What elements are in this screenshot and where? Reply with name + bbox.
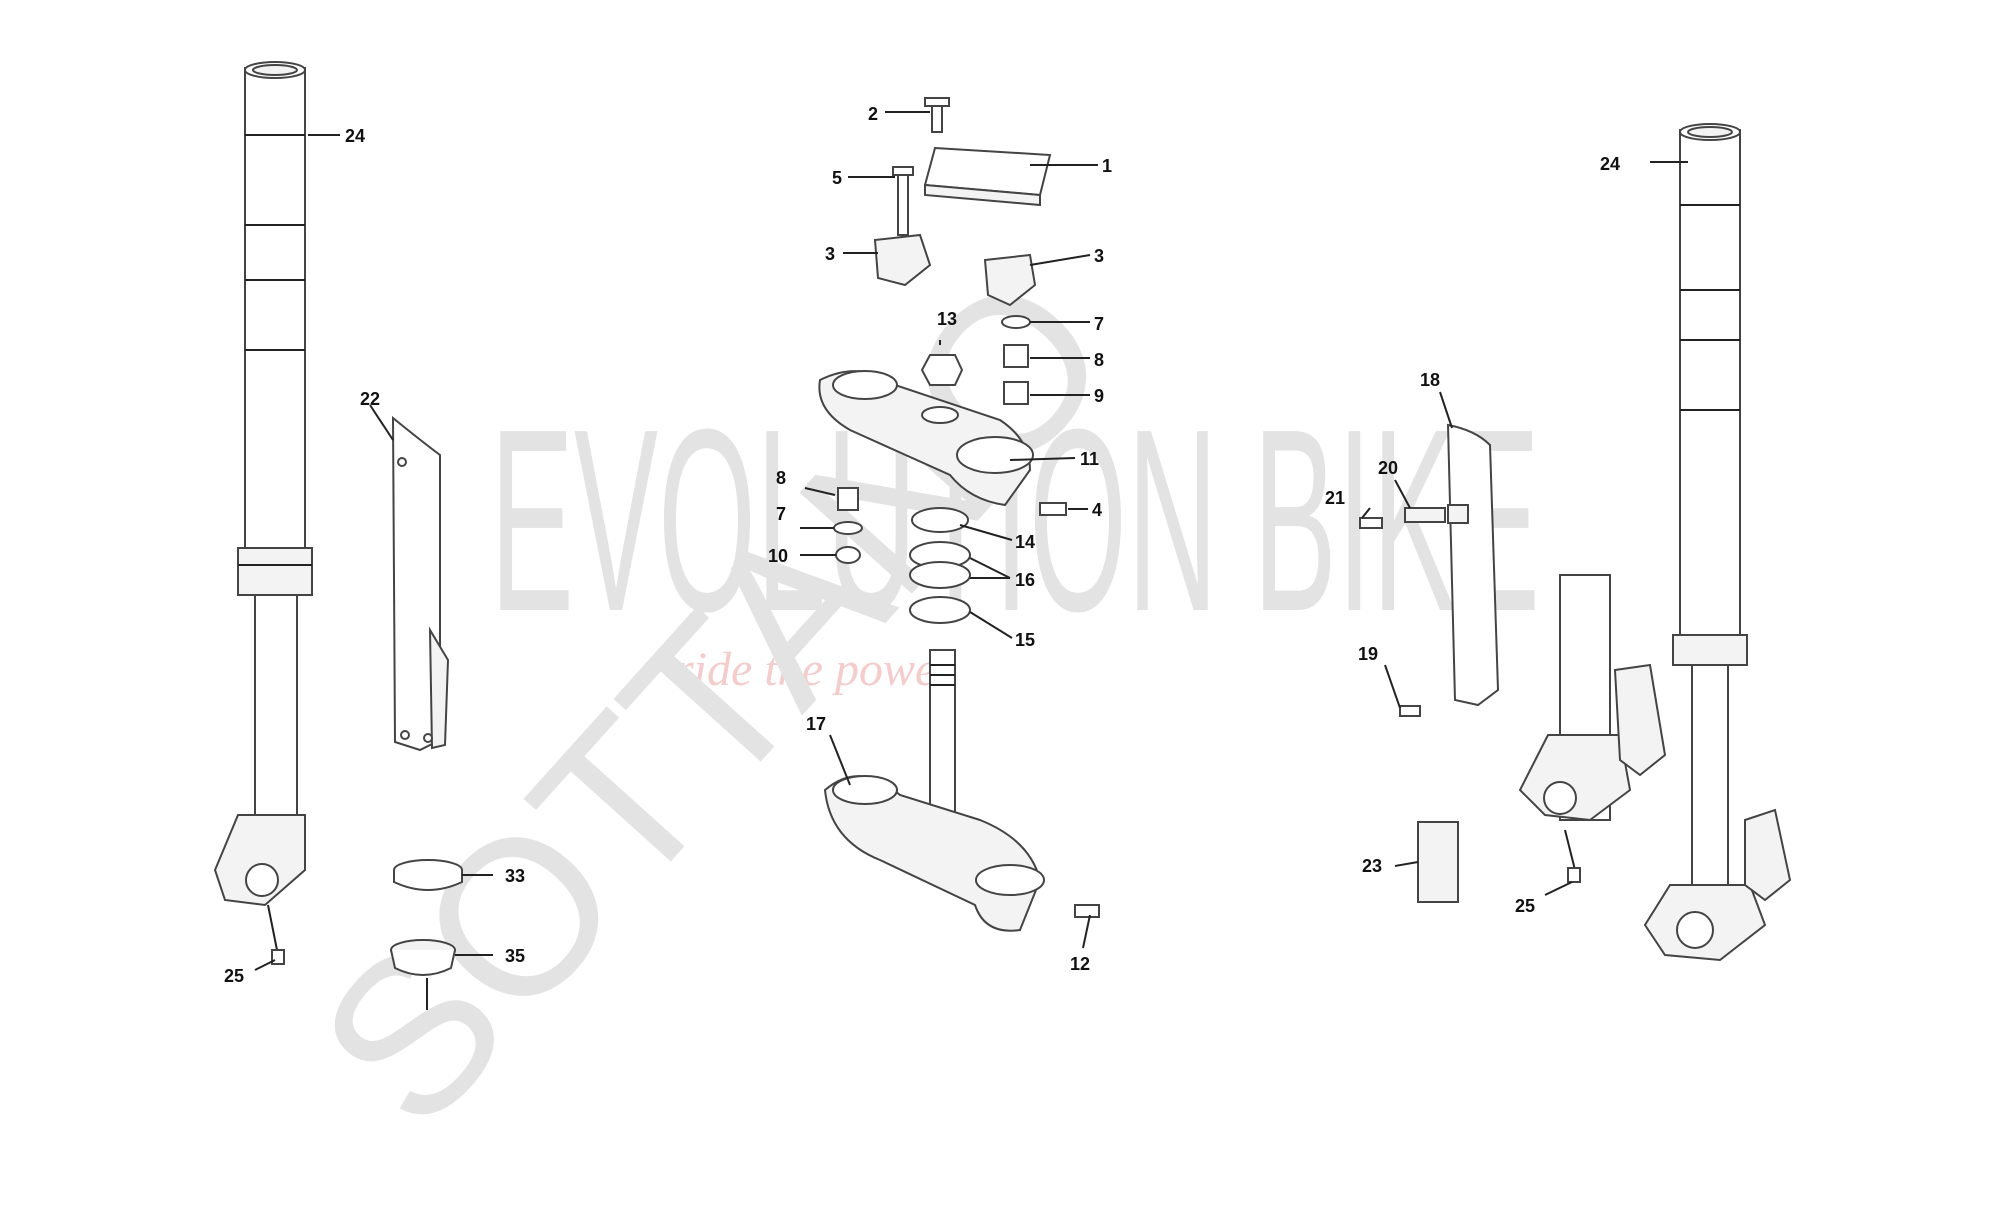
callout-11: 11 [1080, 449, 1099, 469]
fork-guard [391, 415, 450, 752]
callout-33: 33 [505, 866, 525, 886]
callout-5: 5 [832, 168, 842, 188]
callout-8-left: 8 [776, 468, 786, 488]
callout-22: 22 [360, 389, 380, 409]
callout-3-left: 3 [825, 244, 835, 264]
callout-7-right: 7 [1094, 314, 1104, 334]
callout-1: 1 [1102, 156, 1112, 176]
watermark-tagline: ride the power [675, 643, 955, 696]
seal-rings [390, 859, 463, 1010]
callout-15: 15 [1015, 630, 1035, 650]
center-fork-slider [1518, 574, 1667, 883]
left-fork-leg [213, 61, 313, 965]
bearings [909, 541, 971, 624]
callout-19: 19 [1358, 644, 1378, 664]
watermark: EVOLUTION BIKE ride the power SOTTANO [272, 229, 1540, 1172]
upper-triple-clamp [818, 354, 1034, 533]
callout-2: 2 [868, 104, 878, 124]
callout-3-right: 3 [1094, 246, 1104, 266]
callout-labels: 24 22 25 33 35 1 2 5 3 3 7 8 9 13 11 4 1… [224, 104, 1620, 986]
callout-12: 12 [1070, 954, 1090, 974]
callout-25-left: 25 [224, 966, 244, 986]
callout-9: 9 [1094, 386, 1104, 406]
callout-4: 4 [1092, 500, 1102, 520]
callout-23: 23 [1362, 856, 1382, 876]
callout-17: 17 [806, 714, 826, 734]
callout-10: 10 [768, 546, 788, 566]
callout-25-right: 25 [1515, 896, 1535, 916]
decal [1417, 821, 1459, 903]
callout-24-right: 24 [1600, 154, 1620, 174]
callout-8-right: 8 [1094, 350, 1104, 370]
callout-16: 16 [1015, 570, 1035, 590]
fork-guard-right [1359, 423, 1500, 717]
pinch-bolt [1039, 502, 1067, 516]
callout-7-left: 7 [776, 504, 786, 524]
right-fork-leg [1643, 123, 1792, 962]
callout-18: 18 [1420, 370, 1440, 390]
callout-14: 14 [1015, 532, 1035, 552]
callout-20: 20 [1378, 458, 1398, 478]
callout-24-left: 24 [345, 126, 365, 146]
callout-35: 35 [505, 946, 525, 966]
bushings-left [833, 487, 863, 564]
bushings-right [1001, 315, 1031, 405]
callout-13: 13 [937, 309, 957, 329]
callout-21: 21 [1325, 488, 1345, 508]
handlebar-clamps [873, 97, 1052, 307]
leader-lines [254, 111, 1688, 971]
